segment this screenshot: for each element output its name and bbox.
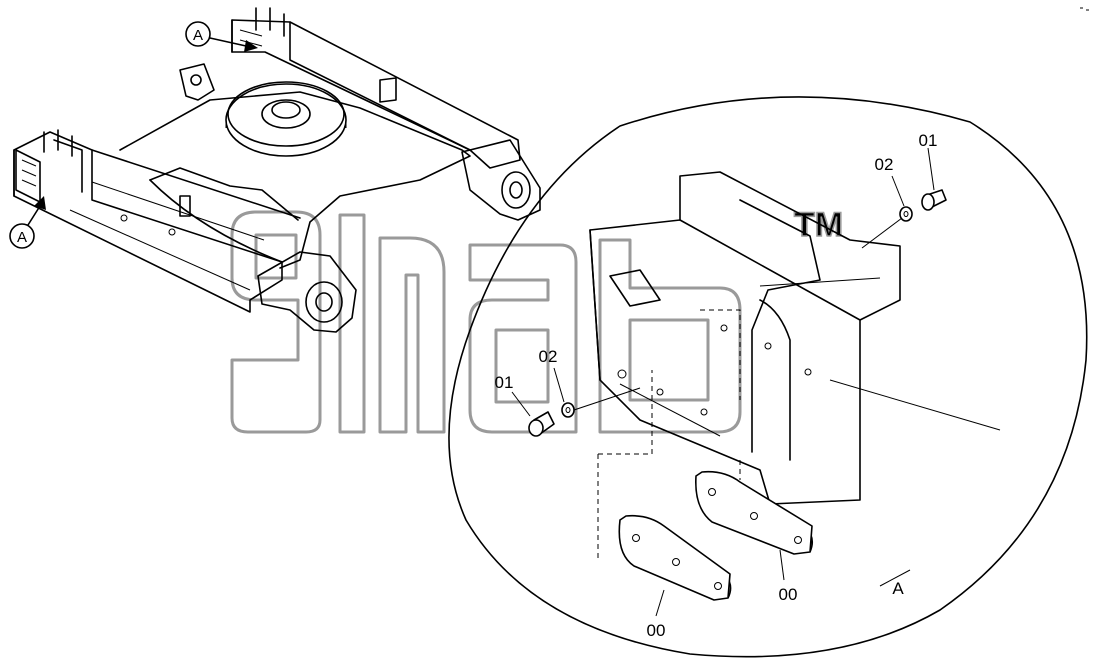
part-label-plate-lower: 00 — [647, 621, 666, 640]
track-frame-assembly — [13, 7, 541, 333]
part-label-bolt-left: 01 — [495, 373, 514, 392]
svg-text:A: A — [193, 27, 203, 44]
corner-marks — [1080, 7, 1089, 11]
svg-text:A: A — [17, 229, 27, 246]
detail-boundary — [448, 96, 1088, 658]
bolt-left — [528, 411, 555, 437]
detail-view-label: A — [892, 579, 904, 598]
detail-view-a: 01 02 01 02 00 00 A — [448, 96, 1088, 658]
washer-right — [899, 206, 913, 222]
view-ref-marker-left: A — [9, 196, 46, 249]
part-label-washer-right: 02 — [875, 155, 894, 174]
part-label-bolt-right: 01 — [919, 131, 938, 150]
mounting-plate-upper — [695, 470, 814, 555]
watermark-logo: TM — [230, 205, 844, 434]
mounting-plate-lower — [618, 514, 732, 601]
view-ref-marker-top: A — [185, 21, 258, 52]
bolt-right — [921, 189, 947, 211]
part-label-washer-left: 02 — [539, 347, 558, 366]
part-label-plate-upper: 00 — [779, 585, 798, 604]
washer-left — [561, 402, 575, 418]
watermark-trademark: TM — [794, 206, 843, 244]
